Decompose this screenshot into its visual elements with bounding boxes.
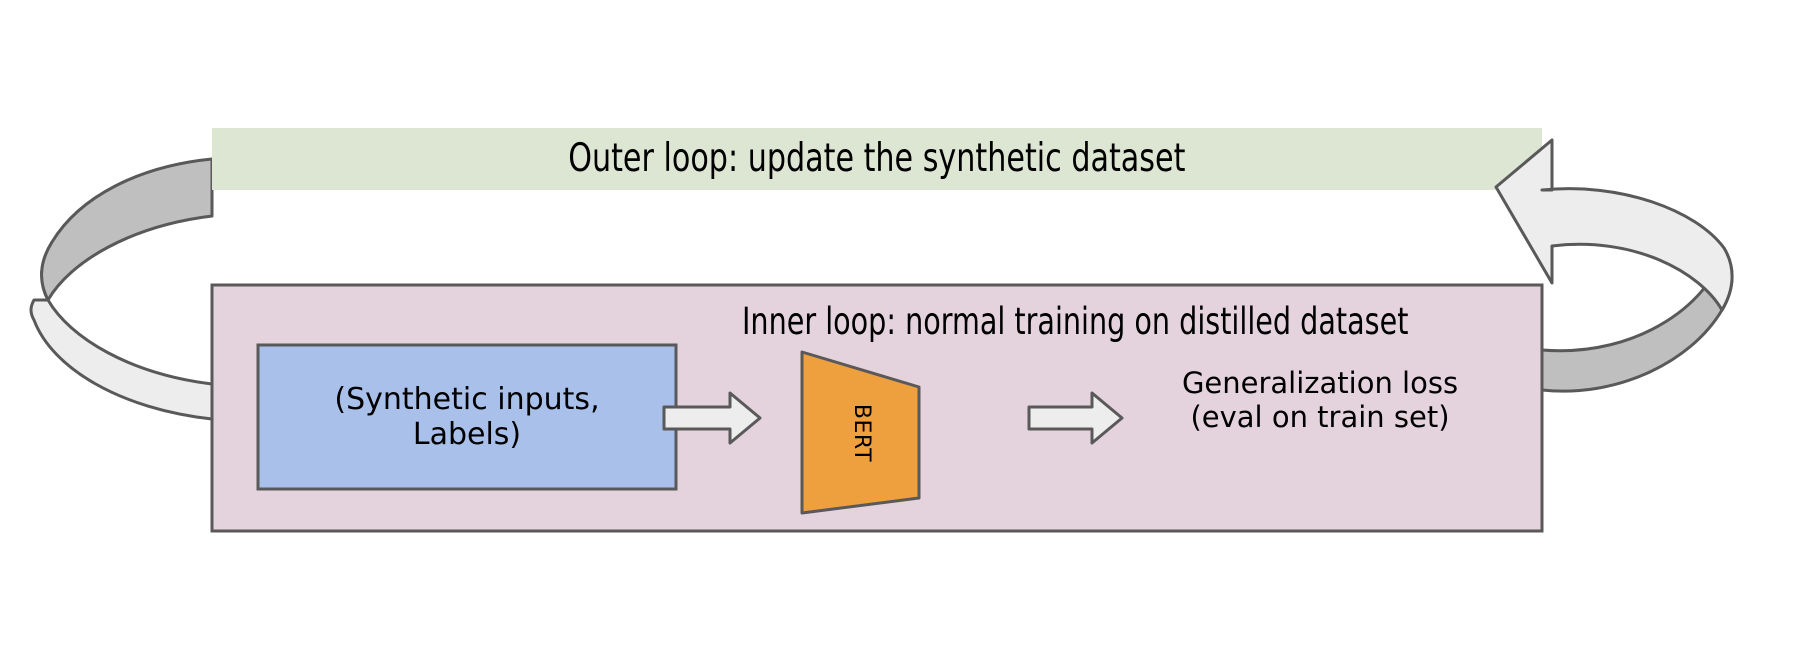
- circular-arrow-right-icon: [1494, 138, 1734, 393]
- arrow-model-to-loss-icon: [1027, 391, 1124, 445]
- synthetic-data-box: [256, 343, 678, 491]
- outer-loop-container: [212, 128, 1542, 190]
- circular-arrow-left-icon: [29, 157, 270, 450]
- arrow-data-to-model-icon: [662, 391, 762, 445]
- model-trapezoid: [800, 350, 921, 515]
